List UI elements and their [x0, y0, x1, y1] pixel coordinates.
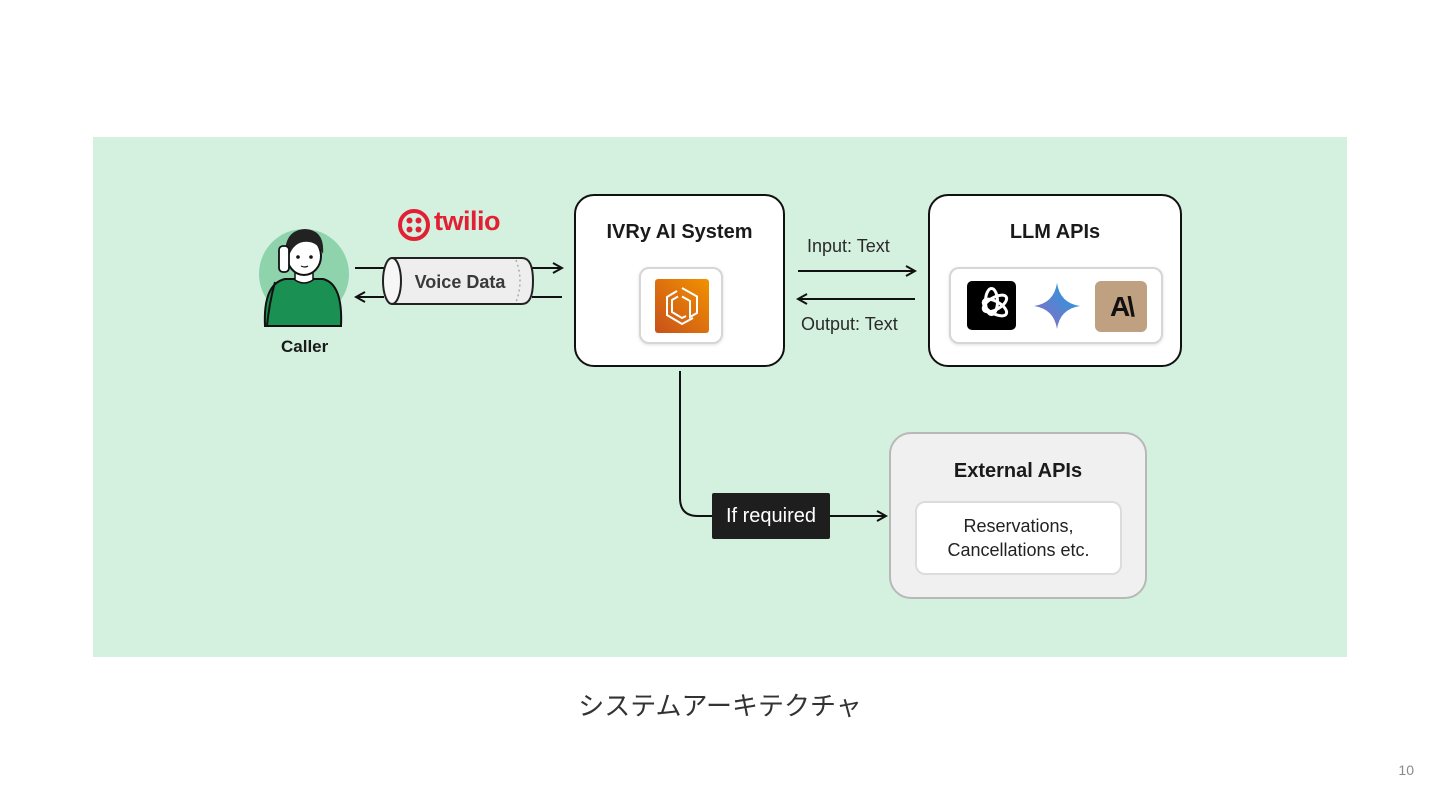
openai-logo-icon: [967, 281, 1016, 330]
output-text-label: Output: Text: [801, 314, 898, 334]
external-apis-line-2: Cancellations etc.: [947, 540, 1090, 560]
llm-apis-box: LLM APIs A\: [928, 194, 1182, 367]
ivry-icon-card: [639, 267, 723, 344]
conditional-path: [679, 371, 712, 517]
external-apis-line-1: Reservations,: [963, 516, 1074, 536]
ivry-ai-system-title: IVRy AI System: [606, 221, 753, 243]
gemini-sparkle-icon: [1034, 283, 1080, 329]
anthropic-logo-icon: A\: [1095, 281, 1147, 332]
input-text-label: Input: Text: [807, 236, 890, 256]
page-number: 10: [1398, 762, 1414, 778]
person-on-phone-icon: [259, 229, 349, 327]
twilio-logo-text: twilio: [434, 206, 501, 236]
voice-data-label: Voice Data: [414, 272, 506, 292]
llm-apis-title: LLM APIs: [1009, 221, 1101, 243]
slide-caption: システムアーキテクチャ: [578, 692, 862, 722]
external-apis-description: Reservations, Cancellations etc.: [915, 501, 1122, 575]
twilio-logo-icon: [398, 209, 430, 241]
llm-providers-card: A\: [949, 267, 1163, 344]
external-apis-box: External APIs Reservations, Cancellation…: [889, 432, 1147, 599]
caller-label: Caller: [281, 337, 329, 356]
external-apis-title: External APIs: [953, 460, 1083, 482]
voice-data-cylinder: [382, 257, 534, 305]
aws-ecs-icon: [655, 279, 709, 333]
ivry-ai-system-box: IVRy AI System: [574, 194, 785, 367]
if-required-label: If required: [712, 493, 830, 539]
